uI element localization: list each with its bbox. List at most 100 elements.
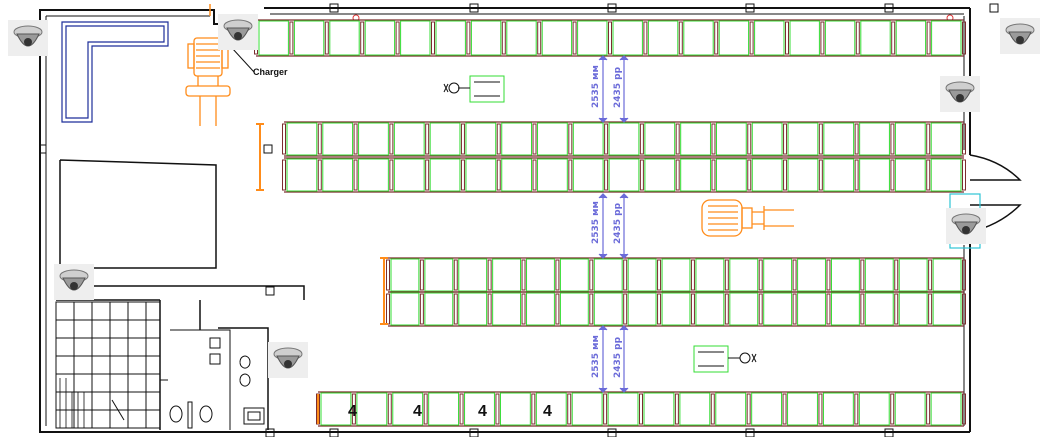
rack-bay	[890, 158, 926, 192]
rack-bay	[608, 20, 643, 56]
rack-bay	[746, 392, 783, 426]
rack-bay	[690, 292, 725, 326]
rack-bay	[324, 20, 360, 56]
rack-bay	[675, 122, 711, 156]
rack-bay	[316, 392, 352, 426]
column-markers	[39, 3, 999, 437]
rack-bay	[496, 122, 533, 156]
rack-bay	[353, 158, 389, 192]
aisle-dimension-b3: 2435 рр	[613, 336, 623, 378]
rack-bay	[317, 158, 354, 192]
rack-bay	[589, 258, 623, 292]
rack-bay	[860, 258, 894, 292]
rack-bay	[890, 122, 926, 156]
rack-bay	[289, 20, 325, 56]
rack-bay	[747, 158, 783, 192]
rack-bay	[926, 122, 962, 156]
charger-leader	[231, 47, 255, 73]
rack-bay	[657, 292, 691, 326]
rack-bay	[604, 122, 640, 156]
rack-bay	[783, 158, 819, 192]
racking	[254, 19, 966, 427]
rack-bay	[782, 392, 818, 426]
rack-bay	[589, 292, 623, 326]
restroom-fixtures	[169, 337, 265, 429]
rack-bay	[891, 20, 927, 56]
security-camera-icon	[267, 341, 309, 379]
section-number-1: 4	[348, 403, 357, 420]
rack-bay	[282, 158, 318, 192]
security-camera-icon	[217, 13, 259, 51]
rack-bay	[711, 122, 747, 156]
rack-bay	[386, 292, 420, 326]
aisle-dimension-a3: 2535 мм	[591, 335, 601, 378]
rack-bay	[351, 392, 388, 426]
rack-bay	[724, 258, 759, 292]
rack-bay	[818, 158, 855, 192]
rack-bay	[395, 20, 431, 56]
rack-bay	[425, 158, 461, 192]
rack-bay	[854, 122, 890, 156]
rack-row	[282, 121, 966, 157]
section-number-2: 4	[413, 403, 422, 420]
aisle-dimension-b1: 2435 рр	[613, 66, 623, 108]
rack-bay	[854, 392, 890, 426]
rack-bay	[487, 292, 522, 326]
rack-bay	[501, 20, 537, 56]
rack-bay	[926, 392, 962, 426]
rack-bay	[532, 158, 568, 192]
charger-label: Charger	[253, 67, 288, 77]
rack-bay	[714, 20, 750, 56]
rack-bay	[623, 258, 657, 292]
rack-bay	[419, 292, 454, 326]
rack-bay	[894, 258, 928, 292]
section-number-3: 4	[478, 403, 487, 420]
pallet-truck-icon-2	[693, 345, 757, 373]
rack-bay	[425, 122, 461, 156]
rack-row	[254, 19, 966, 57]
pallet-truck-icon	[443, 75, 505, 103]
rack-bay	[531, 392, 567, 426]
rack-bay	[487, 258, 522, 292]
rack-end-stops	[256, 123, 388, 424]
rack-bay	[818, 392, 854, 426]
rack-bay	[724, 292, 759, 326]
rack-bay	[928, 292, 962, 326]
rack-bay	[496, 158, 533, 192]
rack-bay	[317, 122, 354, 156]
rack-row	[386, 257, 966, 293]
rack-bay	[623, 292, 657, 326]
rack-bay	[453, 292, 488, 326]
rack-bay	[466, 20, 502, 56]
rack-bay	[282, 122, 318, 156]
charger-icon	[185, 37, 231, 126]
section-number-4: 4	[543, 403, 552, 420]
rack-bay	[495, 392, 531, 426]
rack-bay	[603, 392, 639, 426]
rack-bay	[749, 20, 785, 56]
rack-bay	[783, 122, 819, 156]
rack-bay	[431, 20, 466, 56]
rack-bay	[894, 292, 928, 326]
rack-bay	[423, 392, 460, 426]
rack-bay	[419, 258, 454, 292]
rack-bay	[389, 122, 425, 156]
rack-bay	[820, 20, 856, 56]
rack-bay	[568, 158, 604, 192]
rack-bay	[675, 158, 711, 192]
rack-bay	[674, 392, 711, 426]
walls	[39, 4, 971, 433]
rack-bay	[818, 122, 855, 156]
aisle-dimensions	[598, 55, 629, 393]
tiled-room	[55, 301, 161, 429]
security-camera-icon	[53, 263, 95, 301]
rack-bay	[826, 292, 860, 326]
rack-bay	[639, 158, 676, 192]
security-camera-icon	[945, 207, 987, 245]
rack-bay	[678, 20, 714, 56]
aisle-dimension-a2: 2535 мм	[591, 201, 601, 244]
office-area	[61, 21, 169, 123]
rack-bay	[387, 392, 424, 426]
rack-row	[386, 291, 966, 327]
